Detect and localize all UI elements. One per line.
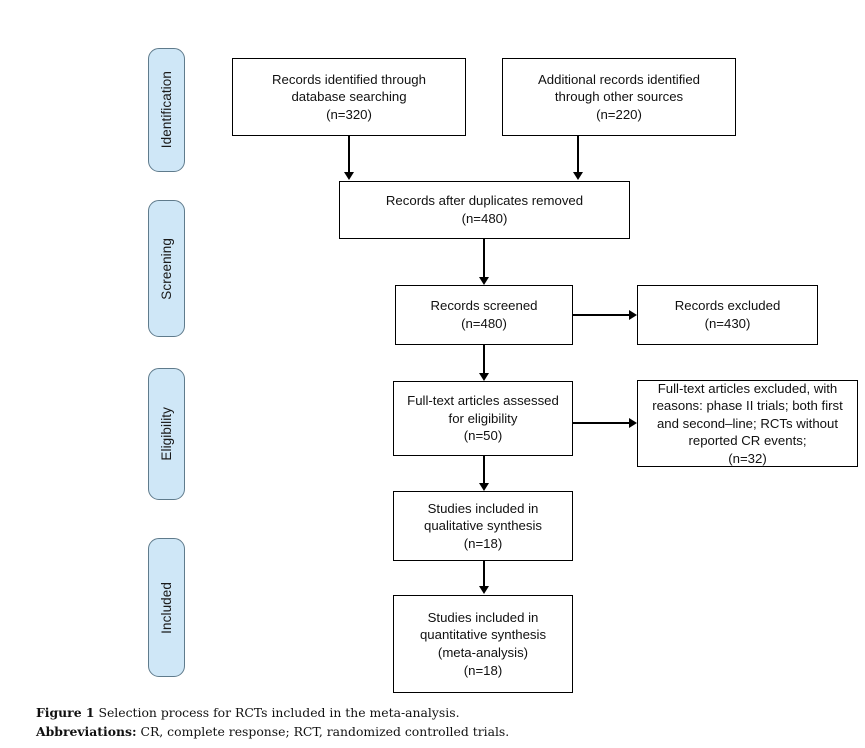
- node-duplicates-removed-text: Records after duplicates removed (n=480): [385, 193, 584, 226]
- arrowhead-fulltext-to-qualitative: [479, 483, 489, 491]
- stage-label-included: Included: [148, 538, 185, 677]
- arrowhead-screened-to-fulltext: [479, 373, 489, 381]
- prisma-flow-diagram: Identification Screening Eligibility Inc…: [148, 48, 858, 693]
- stage-label-identification-text: Identification: [159, 71, 174, 149]
- figure-caption-text: Selection process for RCTs included in t…: [94, 705, 460, 720]
- node-qualitative-synthesis-text: Studies included in qualitative synthesi…: [423, 500, 543, 551]
- stage-label-included-text: Included: [159, 581, 174, 634]
- arrowhead-qualitative-to-quantitative: [479, 586, 489, 594]
- node-qualitative-synthesis: Studies included in qualitative synthesi…: [393, 491, 573, 561]
- arrowhead-screened-to-excluded: [629, 310, 637, 320]
- connector-fulltext-to-qualitative: [483, 456, 485, 484]
- abbreviations-label: Abbreviations:: [36, 724, 137, 740]
- stage-label-eligibility-text: Eligibility: [159, 407, 174, 461]
- node-records-screened-text: Records screened (n=480): [430, 298, 538, 331]
- node-records-excluded: Records excluded (n=430): [637, 285, 818, 345]
- connector-identified-to-duplicates: [348, 136, 350, 173]
- connector-fulltext-to-excluded: [573, 422, 630, 424]
- figure-caption: Figure 1 Selection process for RCTs incl…: [36, 703, 836, 741]
- arrowhead-additional-to-duplicates: [573, 172, 583, 180]
- node-additional-records-text: Additional records identified through ot…: [537, 71, 700, 122]
- node-records-screened: Records screened (n=480): [395, 285, 573, 345]
- node-records-identified: Records identified through database sear…: [232, 58, 466, 136]
- arrowhead-duplicates-to-screened: [479, 277, 489, 285]
- figure-caption-line-1: Figure 1 Selection process for RCTs incl…: [36, 703, 836, 722]
- arrowhead-identified-to-duplicates: [344, 172, 354, 180]
- stage-label-identification: Identification: [148, 48, 185, 172]
- abbreviations-text: CR, complete response; RCT, randomized c…: [136, 724, 510, 740]
- node-records-excluded-text: Records excluded (n=430): [674, 298, 781, 331]
- node-fulltext-excluded-text: Full-text articles excluded, with reason…: [652, 380, 843, 466]
- figure-caption-label: Figure 1: [36, 705, 95, 720]
- stage-label-eligibility: Eligibility: [148, 368, 185, 500]
- connector-qualitative-to-quantitative: [483, 561, 485, 587]
- connector-screened-to-excluded: [573, 314, 630, 316]
- node-quantitative-synthesis-text: Studies included in quantitative synthes…: [419, 609, 547, 678]
- connector-additional-to-duplicates: [577, 136, 579, 173]
- node-duplicates-removed: Records after duplicates removed (n=480): [339, 181, 630, 239]
- node-fulltext-assessed-text: Full-text articles assessed for eligibil…: [407, 393, 559, 444]
- node-fulltext-assessed: Full-text articles assessed for eligibil…: [393, 381, 573, 456]
- node-records-identified-text: Records identified through database sear…: [272, 71, 426, 122]
- node-quantitative-synthesis: Studies included in quantitative synthes…: [393, 595, 573, 693]
- connector-duplicates-to-screened: [483, 239, 485, 278]
- figure-caption-line-2: Abbreviations: CR, complete response; RC…: [36, 722, 836, 741]
- node-additional-records: Additional records identified through ot…: [502, 58, 736, 136]
- arrowhead-fulltext-to-excluded: [629, 418, 637, 428]
- stage-label-screening: Screening: [148, 200, 185, 337]
- node-fulltext-excluded: Full-text articles excluded, with reason…: [637, 380, 858, 467]
- stage-label-screening-text: Screening: [159, 237, 174, 300]
- connector-screened-to-fulltext: [483, 345, 485, 374]
